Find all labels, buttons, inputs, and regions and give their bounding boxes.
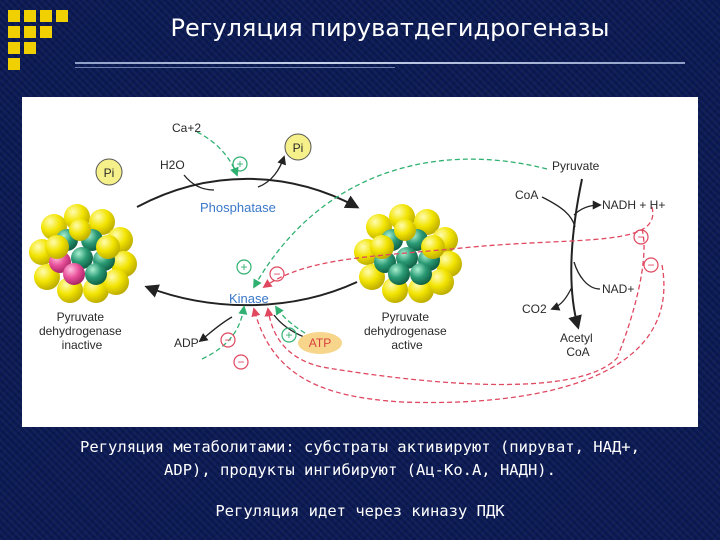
co2-arrow xyxy=(550,286,573,311)
acetyl-coa-label: Acetyl CoA xyxy=(560,331,596,359)
acetylcoa-inhibition-line-2 xyxy=(251,264,665,404)
caption-line-2: ADP), продукты ингибируют (Ац-Ко.А, НАДН… xyxy=(164,461,556,479)
ca-label: Ca+2 xyxy=(172,121,201,135)
adp-inhibition-line xyxy=(201,305,248,360)
logo-squares xyxy=(8,10,68,70)
svg-text:−: − xyxy=(647,258,654,272)
adp-label: ADP xyxy=(174,336,199,350)
activation-sign: + xyxy=(281,327,297,343)
pdh-complex-inactive xyxy=(29,204,137,303)
svg-text:−: − xyxy=(273,267,280,281)
title-divider-secondary xyxy=(75,67,395,68)
svg-text:−: − xyxy=(637,230,644,244)
pi-circle-top xyxy=(284,133,312,161)
pi-left-label: Pi xyxy=(104,166,115,180)
nad-label: NAD+ xyxy=(602,282,634,296)
diagram-canvas: Pi Pi + + + − − − xyxy=(29,121,665,404)
svg-text:+: + xyxy=(285,328,292,342)
nad-arrow xyxy=(573,261,601,290)
acetylcoa-inhibition-line-1 xyxy=(264,307,619,386)
atp-label: ATP xyxy=(309,336,331,350)
inhibition-sign: − xyxy=(643,257,659,273)
activation-sign: + xyxy=(232,156,248,172)
phosphatase-label: Phosphatase xyxy=(200,200,276,215)
caption-line-1: Регуляция метаболитами: субстраты активи… xyxy=(80,438,640,456)
nadh-inhibition-line xyxy=(262,206,654,289)
coa-label: CoA xyxy=(515,188,538,202)
atp-arrow xyxy=(273,314,305,338)
svg-text:+: + xyxy=(240,260,247,274)
kinase-label: Kinase xyxy=(229,291,269,306)
pathway-arrow xyxy=(568,178,583,330)
pdh-active-label: Pyruvate dehydrogenase active xyxy=(364,310,450,352)
h2o-label: H2O xyxy=(160,158,185,172)
h2o-arrow xyxy=(183,174,215,191)
inhibition-sign: − xyxy=(233,354,249,370)
slide-title: Регуляция пируватдегидрогеназы xyxy=(170,14,610,42)
kinase-arrow xyxy=(144,281,358,307)
coa-arrow xyxy=(541,196,576,228)
pdh-complex-active xyxy=(354,204,462,303)
inhibition-sign: − xyxy=(269,266,285,282)
pi-circle-left xyxy=(95,158,123,186)
caption-line-3: Регуляция идет через киназу ПДК xyxy=(215,502,505,520)
pyruvate-inhibition-line xyxy=(253,158,548,289)
svg-text:+: + xyxy=(236,157,243,171)
pdh-inactive-label: Pyruvate dehydrogenase inactive xyxy=(39,310,125,352)
nadh-arrow xyxy=(573,200,602,216)
pi-release-arrow xyxy=(257,155,287,188)
nadh-inhibition-line-2 xyxy=(617,228,645,356)
regulation-diagram: Pi Pi + + + − − − xyxy=(22,97,698,427)
pyruvate-label: Pyruvate xyxy=(552,159,600,173)
co2-label: CO2 xyxy=(522,302,547,316)
ca-activation-line xyxy=(196,131,239,177)
phosphatase-arrow xyxy=(136,177,360,209)
caption: Регуляция метаболитами: субстраты активи… xyxy=(20,436,700,523)
atp-highlight xyxy=(298,332,342,354)
nadh-label: NADH + H+ xyxy=(602,198,665,212)
inhibition-sign: − xyxy=(220,332,236,348)
svg-text:−: − xyxy=(237,355,244,369)
title-divider xyxy=(75,62,685,64)
svg-text:−: − xyxy=(224,333,231,347)
pi-top-label: Pi xyxy=(293,141,304,155)
activation-sign: + xyxy=(236,259,252,275)
adp-arrow xyxy=(198,316,233,343)
inhibition-sign: − xyxy=(633,229,649,245)
